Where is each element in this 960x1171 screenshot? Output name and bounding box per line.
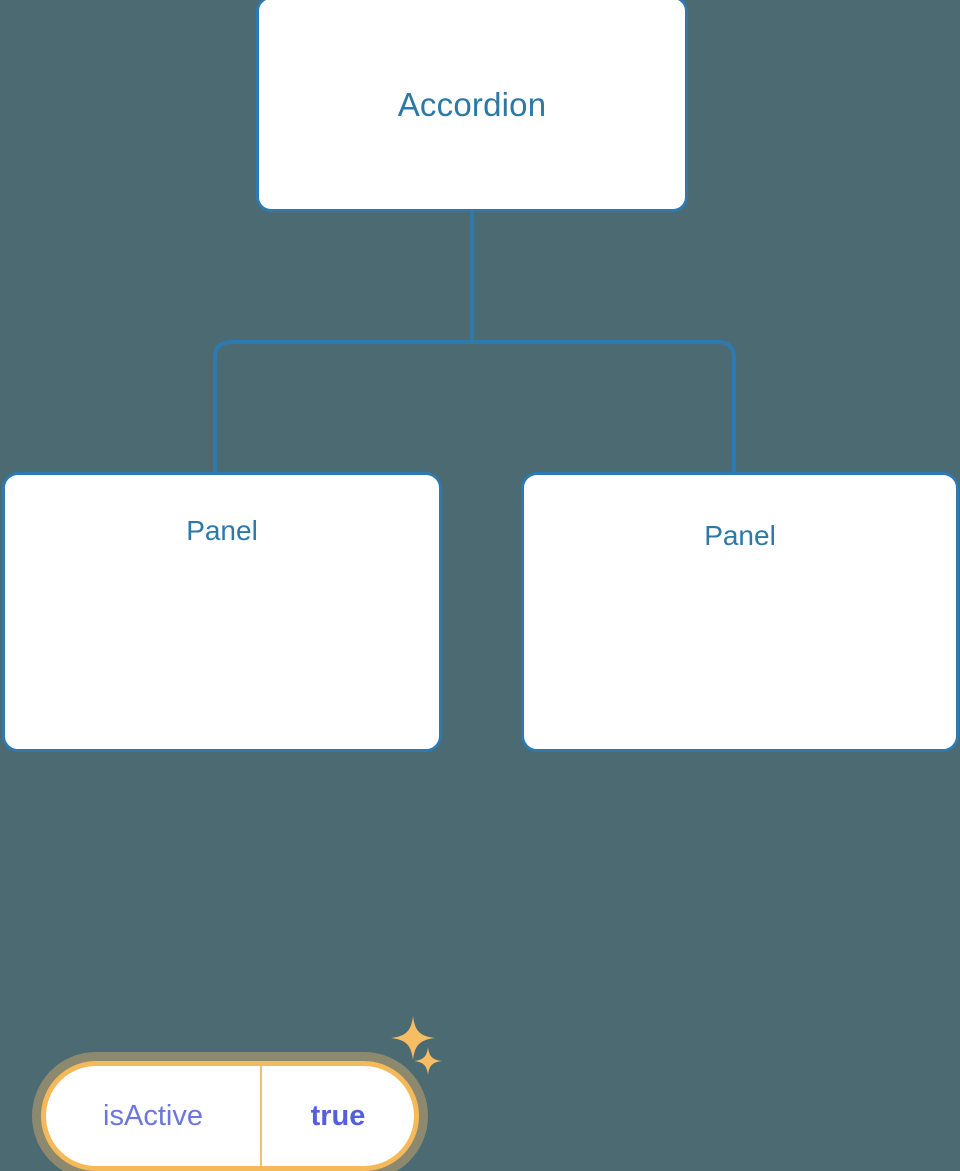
node-panel-inactive[interactable]: Panel isActive false	[521, 472, 959, 752]
sparkle-large-icon	[391, 1016, 435, 1060]
node-accordion-label: Accordion	[397, 85, 547, 123]
connector-child-bus	[213, 340, 736, 472]
prop-key-label: isActive	[46, 1066, 262, 1166]
node-panel-active[interactable]: Panel isActive true	[2, 472, 442, 1171]
node-panel-inactive-label: Panel	[704, 520, 776, 551]
prop-pill-is-active-true[interactable]: isActive true	[41, 1061, 419, 1171]
sparkle-small-icon	[414, 1047, 442, 1075]
node-accordion[interactable]: Accordion	[256, 0, 688, 212]
node-panel-active-label: Panel	[186, 515, 258, 546]
prop-value-label: true	[310, 1099, 366, 1132]
